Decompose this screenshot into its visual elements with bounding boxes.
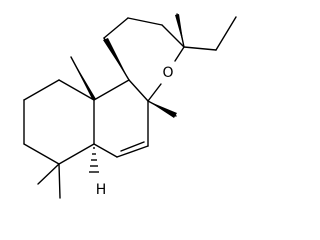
wedge-bond: [175, 14, 184, 47]
bond: [58, 79, 95, 101]
bond: [37, 163, 60, 185]
bond: [183, 46, 217, 51]
bond: [128, 79, 149, 102]
bond: [93, 79, 130, 101]
wedge-bond: [103, 38, 129, 80]
wedge-bond: [71, 57, 96, 99]
bond: [58, 163, 61, 199]
hydrogen-atom-label: H: [96, 182, 107, 198]
wedge-bond: [148, 101, 177, 118]
bond: [93, 143, 118, 158]
hashed-bond: [89, 147, 99, 173]
double-bond-inner: [120, 141, 145, 152]
bond: [215, 16, 237, 51]
oxygen-atom-label: O: [162, 65, 173, 81]
bond: [147, 83, 162, 102]
bond: [161, 24, 185, 48]
bond: [174, 46, 185, 62]
bond: [23, 79, 60, 101]
bond: [58, 143, 95, 165]
bond: [127, 17, 163, 26]
bond: [23, 143, 60, 165]
bond: [116, 145, 149, 158]
molecule-structure: O H: [23, 13, 237, 199]
bond: [103, 17, 129, 39]
